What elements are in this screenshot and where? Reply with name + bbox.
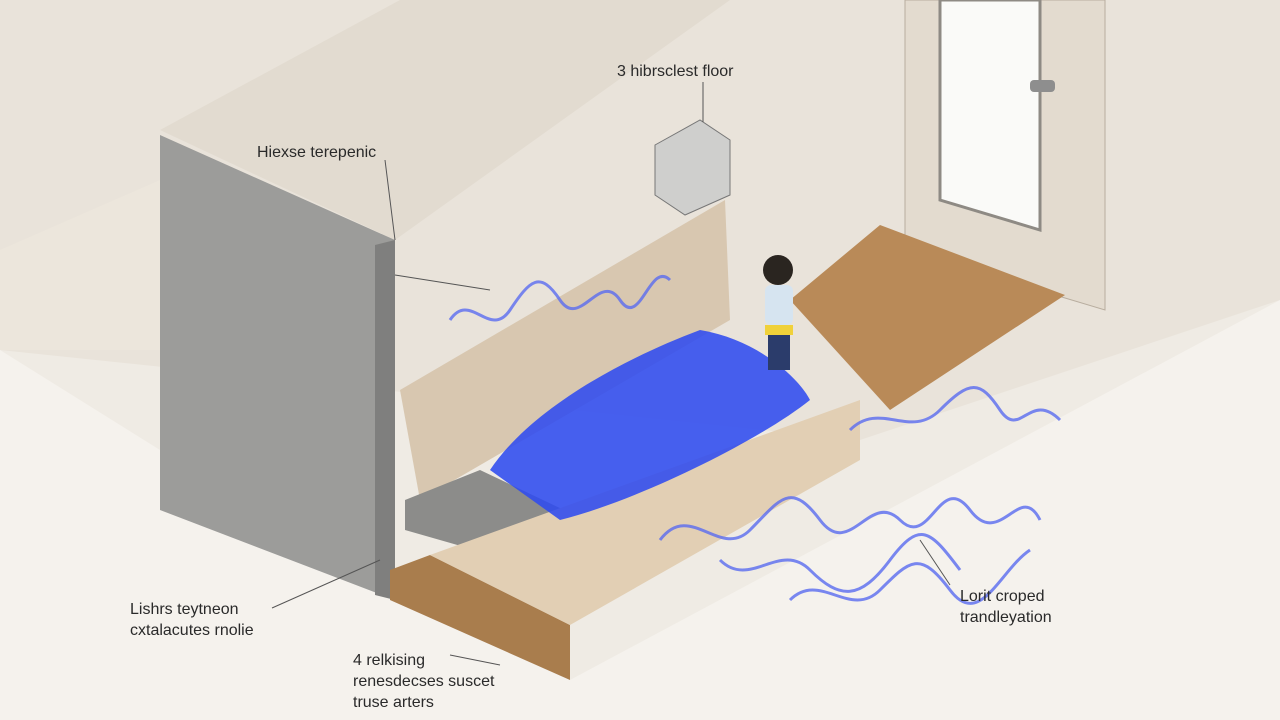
label-bottom-line1: 4 relkising — [353, 652, 426, 669]
label-upper-left: Hiexse terepenic — [257, 144, 377, 161]
outlet-box — [654, 119, 731, 216]
label-bottom-line3: truse arters — [353, 694, 434, 711]
label-lower-left: Lishrs teytneon cxtalacutes rnolie — [130, 599, 254, 641]
cork-mat — [790, 225, 1065, 410]
left-floor-strip — [0, 180, 160, 350]
cork-slab — [390, 555, 570, 680]
door-handle-icon — [1030, 80, 1055, 92]
insulation-board — [400, 200, 730, 500]
water-waves — [448, 275, 1062, 605]
label-top: 3 hibrsclest floor — [617, 63, 734, 80]
label-bottom-line2: renesdecses suscet — [353, 673, 495, 690]
door-glass — [938, 0, 1042, 233]
leader-lines — [271, 82, 951, 666]
concrete-wall-front — [160, 135, 395, 600]
floor — [0, 300, 1280, 720]
label-right-line1: Lorit croped — [960, 588, 1045, 605]
concrete-wall-side — [375, 240, 395, 600]
child-figure — [763, 255, 793, 370]
label-bottom-center: 4 relkising renesdecses suscet truse art… — [353, 650, 494, 713]
slab-top — [430, 400, 860, 625]
concrete-wall-top — [160, 0, 730, 240]
label-right: Lorit croped trandleyation — [960, 586, 1052, 628]
label-lower-left-line1: Lishrs teytneon — [130, 601, 239, 618]
water-pool — [490, 330, 810, 520]
label-right-line2: trandleyation — [960, 609, 1052, 626]
label-lower-left-line2: cxtalacutes rnolie — [130, 622, 254, 639]
